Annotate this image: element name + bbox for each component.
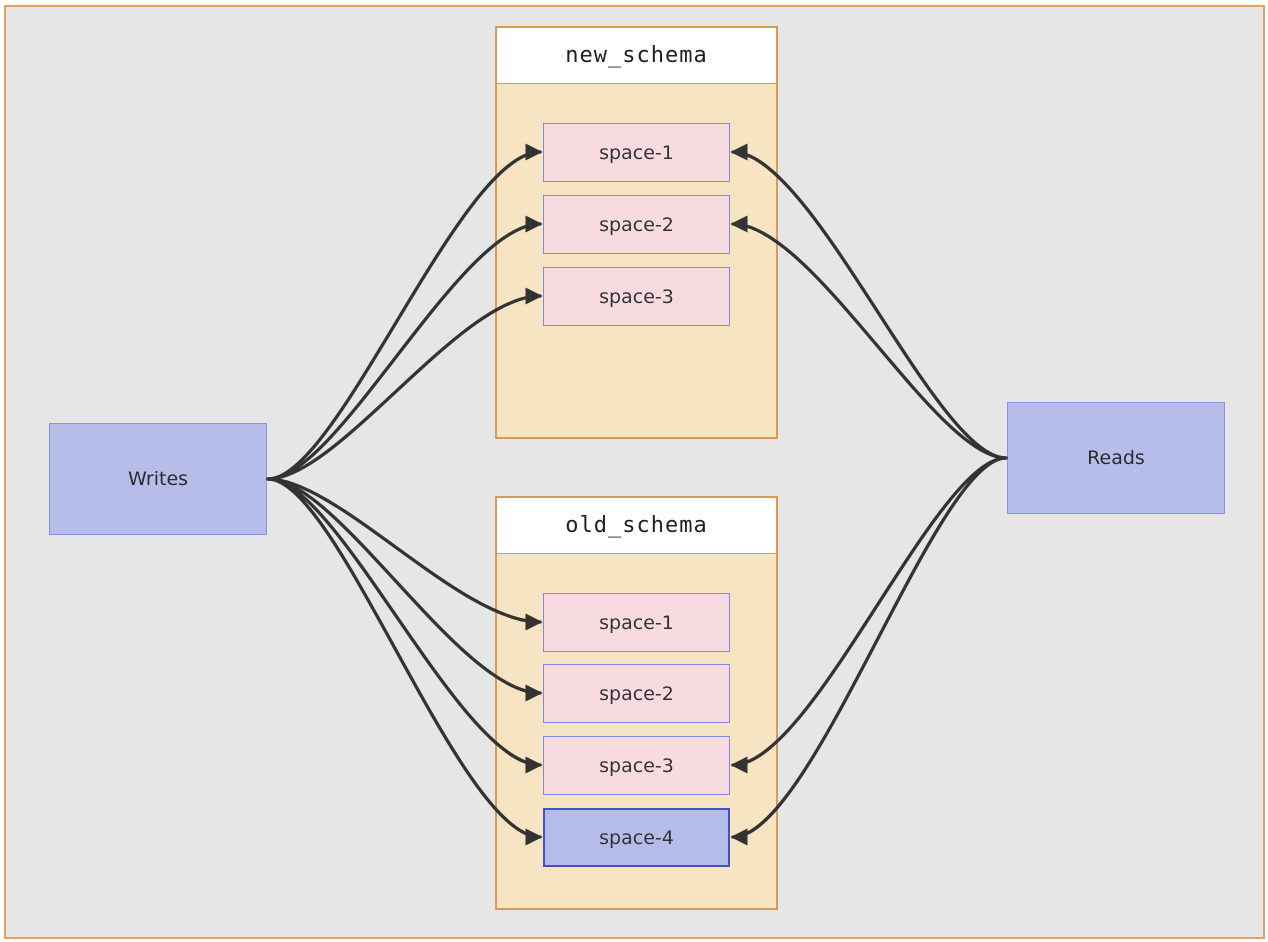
- reads-node: Reads: [1007, 402, 1225, 514]
- old-schema-space-1: space-1: [543, 593, 730, 652]
- old-schema-container: old_schema space-1 space-2 space-3 space…: [495, 496, 778, 910]
- old-schema-space-2: space-2: [543, 664, 730, 723]
- new-schema-title: new_schema: [497, 28, 776, 84]
- old-schema-space-4: space-4: [543, 808, 730, 867]
- old-schema-title: old_schema: [497, 498, 776, 554]
- new-schema-space-2: space-2: [543, 195, 730, 254]
- new-schema-space-3: space-3: [543, 267, 730, 326]
- new-schema-container: new_schema space-1 space-2 space-3: [495, 26, 778, 439]
- new-schema-space-1: space-1: [543, 123, 730, 182]
- writes-node: Writes: [49, 423, 267, 535]
- old-schema-space-3: space-3: [543, 736, 730, 795]
